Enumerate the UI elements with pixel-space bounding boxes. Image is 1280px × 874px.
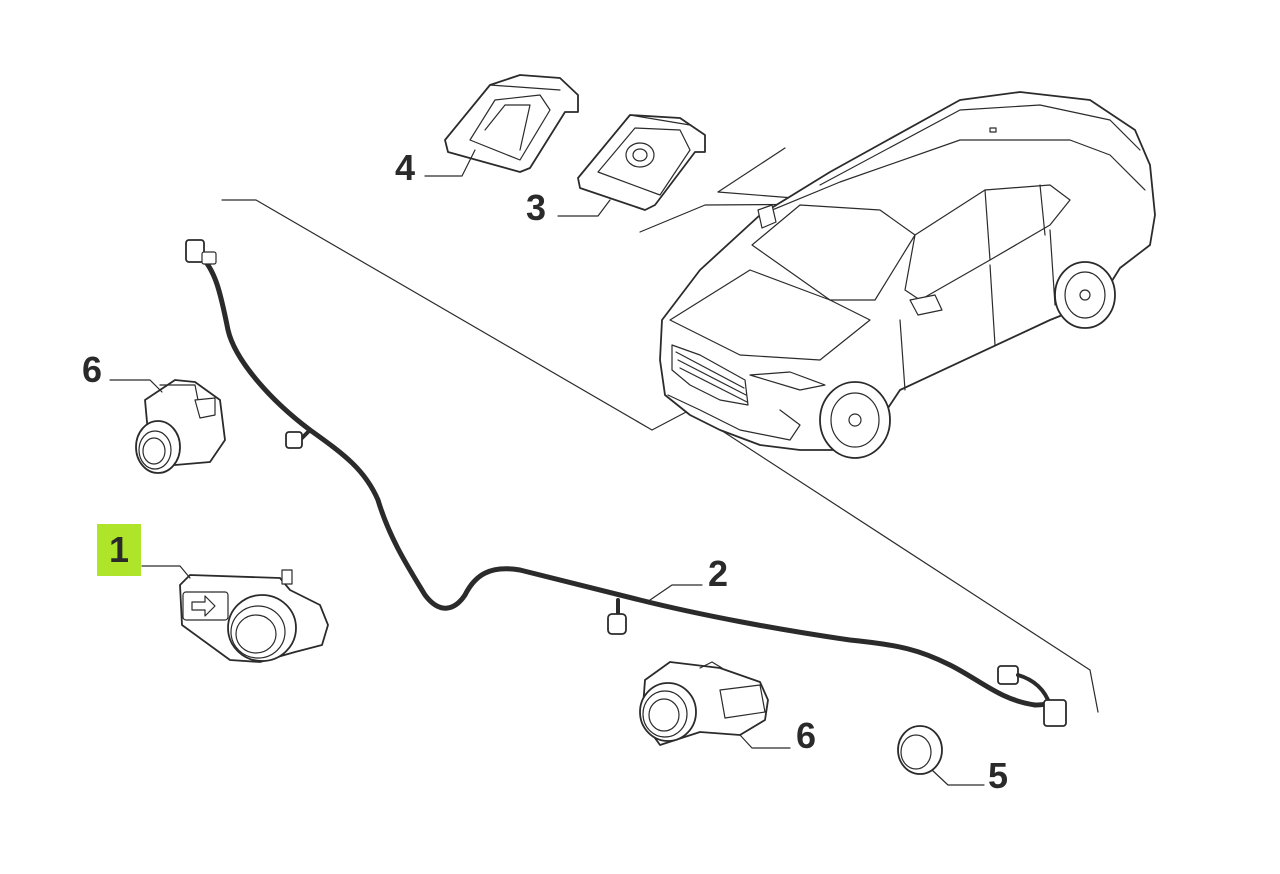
callout-3[interactable]: 3 xyxy=(526,187,547,228)
camera-bracket-icon xyxy=(577,114,706,211)
callout-5[interactable]: 5 xyxy=(988,755,1009,796)
vehicle-illustration xyxy=(659,91,1156,459)
callout-1[interactable]: 1 xyxy=(97,524,141,576)
callout-6-lower[interactable]: 6 xyxy=(796,715,817,756)
callout-6-upper[interactable]: 6 xyxy=(82,349,103,390)
bracket-cover-icon xyxy=(444,74,579,173)
callout-4[interactable]: 4 xyxy=(395,147,416,188)
parking-sensor-icon xyxy=(179,569,329,663)
parking-sensor-icon xyxy=(639,661,769,746)
leader-lines xyxy=(109,149,985,786)
sensor-ring-icon xyxy=(897,725,943,775)
callout-2[interactable]: 2 xyxy=(708,553,729,594)
wiring-harness-icon xyxy=(185,239,1067,727)
parking-sensor-icon xyxy=(135,379,226,474)
